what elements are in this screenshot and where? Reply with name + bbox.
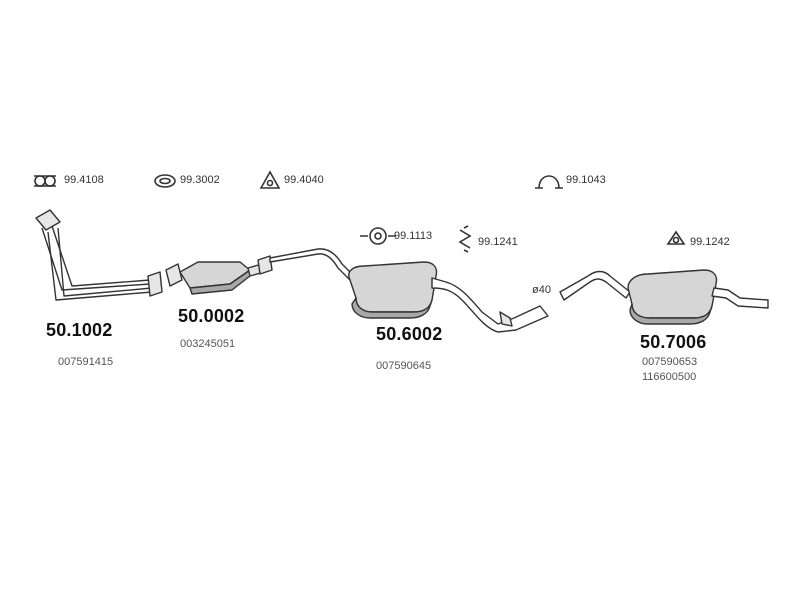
oem-number: 007590653 xyxy=(642,356,698,368)
part-number: 50.0002 xyxy=(178,306,245,326)
oem-number: 007591415 xyxy=(58,356,114,368)
catalytic-converter-part xyxy=(165,261,265,295)
hardware-label: 99.1043 xyxy=(566,174,606,186)
hanger-icon xyxy=(666,230,686,245)
hardware-label: 99.1113 xyxy=(394,230,433,242)
triangle-flange-icon xyxy=(259,170,281,189)
bracket-icon xyxy=(458,225,472,253)
part-number: 50.7006 xyxy=(640,332,707,352)
hardware-label: 99.3002 xyxy=(180,174,220,186)
clamp-icon xyxy=(535,175,563,189)
ring-gasket-icon xyxy=(154,174,176,188)
oem-number: 116600500 xyxy=(642,371,697,383)
gasket-icon xyxy=(34,175,56,187)
rubber-mount-icon xyxy=(360,227,396,245)
hardware-label: 99.4040 xyxy=(284,174,324,186)
hardware-label: 99.1242 xyxy=(690,236,730,248)
oem-number: 007590645 xyxy=(376,360,432,372)
rear-silencer-part xyxy=(559,269,769,325)
part-number: 50.1002 xyxy=(46,320,113,340)
front-pipe-part xyxy=(35,209,163,301)
part-number: 50.6002 xyxy=(376,324,443,344)
oem-number: 003245051 xyxy=(180,338,236,350)
middle-silencer-part xyxy=(257,248,549,333)
hardware-label: 99.1241 xyxy=(478,236,518,248)
hardware-label: 99.4108 xyxy=(64,174,104,186)
diameter-note: ø40 xyxy=(532,284,551,296)
